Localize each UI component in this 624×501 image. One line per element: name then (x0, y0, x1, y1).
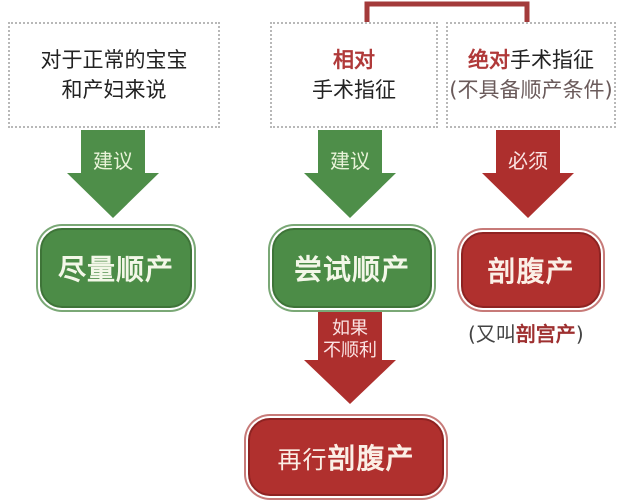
absolute-label: 绝对 (468, 48, 510, 72)
arrow-must-label: 必须 (508, 149, 548, 173)
outcome-trial-label: 尝试顺产 (293, 253, 410, 286)
absolute-indication-text: 手术指征 (510, 48, 594, 72)
note-pre: (又叫 (468, 322, 516, 346)
note-post: ) (575, 322, 584, 346)
relative-indication-box: 相对 手术指征 (270, 22, 438, 128)
arrow-if-not-smooth: 如果 不顺利 (304, 312, 396, 404)
cesarean-alias-note: (又叫剖宫产) (468, 318, 584, 347)
then-cesarean-label: 剖腹产 (327, 442, 415, 475)
absolute-indication-note: (不具备顺产条件) (449, 78, 613, 102)
outcome-trial-natural-birth: 尝试顺产 (272, 228, 432, 308)
arrow-suggest-1-label: 建议 (93, 149, 133, 173)
arrow-must: 必须 (482, 130, 574, 218)
arrow-if-label-2: 不顺利 (323, 340, 377, 361)
normal-case-line2: 和产妇来说 (61, 78, 167, 102)
arrow-if-label-1: 如果 (332, 318, 368, 339)
then-label: 再行 (277, 445, 328, 474)
outcome-natural-birth-label: 尽量顺产 (57, 253, 174, 286)
down-arrow-icon (304, 312, 396, 404)
note-bold: 剖宫产 (515, 322, 576, 346)
arrow-suggest-2-label: 建议 (330, 149, 370, 173)
relative-indication-text: 手术指征 (312, 78, 396, 102)
absolute-indication-box: 绝对手术指征 (不具备顺产条件) (446, 22, 616, 128)
normal-case-box: 对于正常的宝宝 和产妇来说 (8, 22, 220, 128)
arrow-suggest-1: 建议 (67, 130, 159, 218)
arrow-suggest-2: 建议 (304, 130, 396, 218)
outcome-then-cesarean: 再行剖腹产 (248, 418, 444, 496)
normal-case-line1: 对于正常的宝宝 (40, 48, 188, 72)
bracket-connector (364, 1, 530, 24)
down-arrow-icon (67, 130, 159, 218)
down-arrow-icon (304, 130, 396, 218)
relative-label: 相对 (333, 48, 375, 72)
down-arrow-icon (482, 130, 574, 218)
outcome-cesarean-label: 剖腹产 (487, 255, 575, 288)
outcome-natural-birth: 尽量顺产 (40, 228, 192, 308)
outcome-cesarean: 剖腹产 (461, 232, 601, 308)
